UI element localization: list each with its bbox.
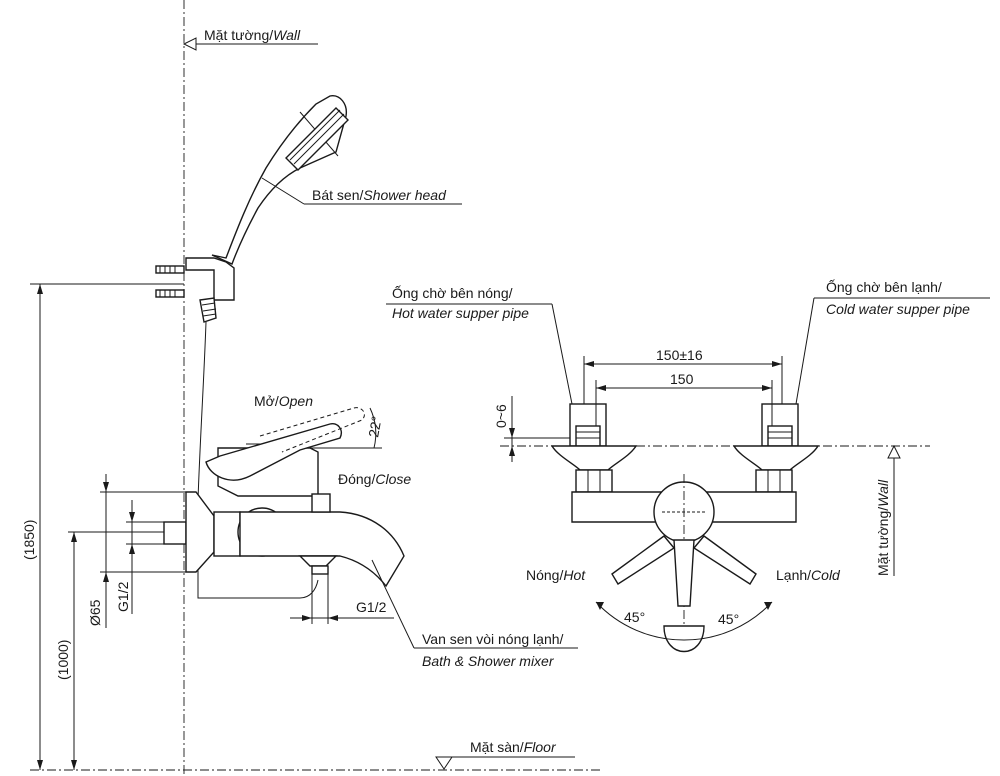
angle-45-left: 45° <box>624 609 645 625</box>
shower-hose <box>197 321 319 599</box>
mixer-label-vn: Van sen vòi nóng lạnh/ <box>422 631 564 647</box>
mixer-side-view <box>163 423 405 588</box>
hot-pipe-label-en: Hot water supper pipe <box>392 305 529 321</box>
cold-label: Lạnh/Cold <box>776 567 841 583</box>
cold-pipe-label-en: Cold water supper pipe <box>826 301 970 317</box>
dimension-g12-inlet: G1/2 <box>115 500 164 614</box>
lever-neutral <box>673 539 695 607</box>
hot-supply-pipe <box>569 403 607 447</box>
svg-text:0~6: 0~6 <box>493 404 509 428</box>
dimension-offset-0-6: 0~6 <box>493 396 570 462</box>
wall-top-label: Mặt tường/Wall <box>204 27 301 43</box>
cold-pipe-label-vn: Ống chờ bên lạnh/ <box>826 278 942 295</box>
dimension-150-tolerance: 150±16 <box>583 347 783 404</box>
svg-text:Ø65: Ø65 <box>87 599 103 626</box>
lever-hot-position <box>611 535 676 585</box>
dimension-diameter-65: Ø65 <box>87 474 186 628</box>
shower-holder-bracket <box>185 257 235 301</box>
open-label: Mở/Open <box>254 393 313 409</box>
shower-head-face <box>285 107 349 171</box>
wall-right-marker <box>887 444 901 459</box>
hot-label: Nóng/Hot <box>526 567 586 583</box>
floor-marker-triangle <box>435 756 453 770</box>
svg-text:G1/2: G1/2 <box>115 581 131 612</box>
dimension-1850: (1850) <box>21 283 184 770</box>
lever-open-position <box>259 407 365 453</box>
wall-right-label: Mặt tường/Wall <box>875 479 891 576</box>
cold-supply-pipe <box>761 403 799 447</box>
dimension-g12-outlet: G1/2 <box>290 574 394 624</box>
angle-45-right: 45° <box>718 611 739 627</box>
dimension-1000: (1000) <box>55 531 164 770</box>
cold-flange <box>732 445 820 471</box>
hot-pipe-label-vn: Ống chờ bên nóng/ <box>392 284 513 301</box>
floor-label: Mặt sàn/Floor <box>470 739 557 755</box>
svg-text:(1850): (1850) <box>21 520 37 560</box>
svg-text:(1000): (1000) <box>55 640 71 680</box>
close-label: Đóng/Close <box>338 471 411 487</box>
mixer-label-en: Bath & Shower mixer <box>422 653 555 669</box>
svg-text:G1/2: G1/2 <box>356 599 387 615</box>
wall-marker-triangle <box>182 37 197 51</box>
angle-22-label: 22° <box>365 415 384 439</box>
svg-text:150±16: 150±16 <box>656 347 703 363</box>
dimension-150: 150 <box>595 371 773 426</box>
hot-flange <box>550 445 638 471</box>
spout-front <box>663 625 705 652</box>
lever-cold-position <box>692 535 757 585</box>
wall-anchor-screws <box>155 265 185 298</box>
svg-text:150: 150 <box>670 371 694 387</box>
shower-head-label: Bát sen/Shower head <box>312 187 447 203</box>
